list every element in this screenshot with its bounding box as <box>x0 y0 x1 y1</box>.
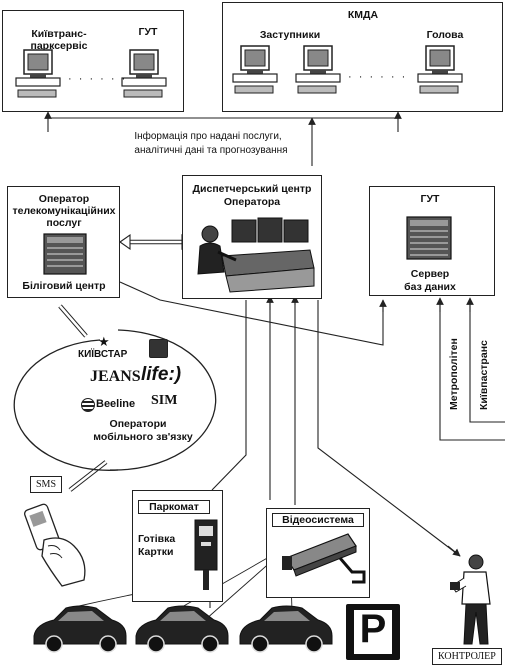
computer-icon <box>232 45 278 94</box>
operator-console-icon <box>197 217 315 293</box>
car-icon <box>33 605 127 653</box>
mobile-caption-line2: мобільного зв'язку <box>93 431 193 443</box>
metro-label: Метрополітен <box>448 338 460 410</box>
gut-server-title: ГУТ <box>420 193 440 205</box>
dots-separator: · · · · · · <box>68 73 128 85</box>
payment-line1: Готівка <box>138 533 176 545</box>
server-rack-icon <box>43 233 87 275</box>
payment-line2: Картки <box>138 546 174 558</box>
parking-sign-icon: P <box>346 604 400 660</box>
head-label: Голова <box>426 29 464 41</box>
dispatch-title-line2: Оператора <box>223 196 281 208</box>
billing-center-label: Біліговий центр <box>22 280 106 292</box>
kyivpastrans-label: Київпастранс <box>478 340 490 410</box>
gut-label-top: ГУТ <box>138 26 158 38</box>
computer-icon <box>121 49 167 98</box>
sim-logo: SIM <box>151 393 178 408</box>
server-line2: баз даних <box>404 281 456 293</box>
parking-meter-icon <box>194 519 218 590</box>
cctv-camera-icon <box>282 533 366 584</box>
parking-meter-title: Паркомат <box>138 500 210 514</box>
deputies-label: Заступники <box>259 29 321 41</box>
video-label: Відеосистема <box>272 513 364 527</box>
beeline-logo: Beeline <box>96 398 136 410</box>
dots-separator: · · · · · · <box>348 71 408 83</box>
controller-label: КОНТРОЛЕР <box>432 648 502 665</box>
kyivstar-star-icon: ★ <box>98 334 110 349</box>
controller-person-icon <box>450 554 491 645</box>
telecom-title: Оператор телекомунікаційних послуг <box>12 193 116 229</box>
car-icon <box>239 605 333 653</box>
computer-icon <box>295 45 341 94</box>
server-line1: Сервер <box>410 268 450 280</box>
kyivtrans-label: Київтранс-парксервіс <box>30 28 88 52</box>
info-text-line1: Інформація про надані послуги, <box>134 131 282 142</box>
computer-icon <box>417 45 463 94</box>
mobile-phone-icon <box>24 503 86 587</box>
kmda-title: КМДА <box>347 9 379 21</box>
info-text-line2: аналітичні дані та прогнозування <box>134 145 288 156</box>
server-rack-icon <box>406 216 452 260</box>
life-logo: life:) <box>141 364 182 385</box>
parking-sign-letter: P <box>359 607 387 651</box>
jeans-logo: JEANS <box>90 368 141 385</box>
sms-label: SMS <box>30 476 63 493</box>
mobile-caption-line1: Оператори <box>109 418 167 430</box>
car-icon <box>135 605 229 653</box>
kyivstar-logo: КИЇВСТАР <box>78 349 128 360</box>
beeline-circle-icon <box>81 398 95 412</box>
dispatch-title-line1: Диспетчерський центр <box>192 183 312 195</box>
computer-icon <box>15 49 61 98</box>
mts-logo-icon <box>149 339 168 358</box>
